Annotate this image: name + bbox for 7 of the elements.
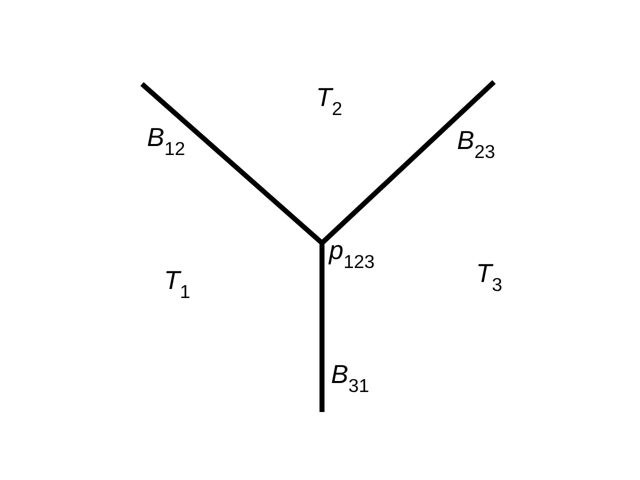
symbol-label: B$_{31}$ [330, 358, 370, 397]
symbol-label: B$_{12}$ [146, 121, 186, 160]
symbol-label: B$_{23}$ [456, 124, 496, 163]
symbol-label: T$_{2}$ [315, 81, 344, 120]
symbol-label: T$_{3}$ [475, 257, 504, 296]
symbol-label: p$_{123}$ [328, 234, 376, 273]
symbol-label: T$_{1}$ [163, 264, 192, 303]
